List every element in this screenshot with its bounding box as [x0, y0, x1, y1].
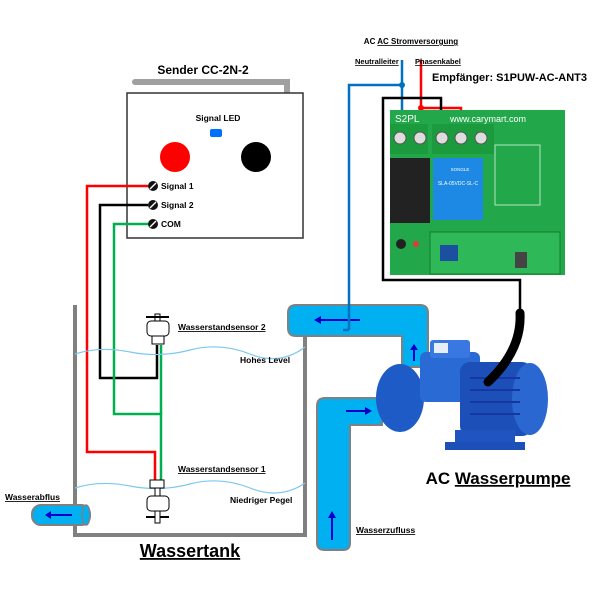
power-label-text: AC Stromversorgung: [377, 37, 458, 46]
phase-label: Phasenkabel: [415, 57, 461, 66]
high-water-line: [74, 346, 306, 360]
black-button[interactable]: [241, 142, 271, 172]
terminal-label: Signal 2: [161, 200, 194, 210]
receiver-title: Empfänger: S1PUW-AC-ANT3: [432, 72, 587, 84]
board-model: S2PL: [395, 114, 420, 125]
inflow-label: Wasserzufluss: [356, 525, 415, 535]
terminal-com: COM: [148, 219, 181, 229]
outflow-label: Wasserabflus: [5, 492, 60, 502]
transformer: [390, 158, 430, 223]
dip-switch[interactable]: [515, 252, 527, 268]
terminal-signal-1: Signal 1: [148, 181, 194, 191]
relay: [433, 158, 483, 220]
tank-title: Wassertank: [140, 541, 241, 561]
pump-title: AC Wasserpumpe: [426, 469, 571, 488]
signal-led-label: Signal LED: [196, 113, 241, 123]
antenna-connector: [396, 239, 406, 249]
low-water-line: [74, 480, 306, 494]
signal-1-wire: [85, 184, 157, 487]
sensor-2-label: Wasserstandsensor 2: [178, 322, 266, 332]
com-wire: [112, 222, 163, 487]
signal-led: [210, 129, 222, 137]
pump-outlet-pipe: [287, 304, 429, 368]
phase-junction: [418, 105, 424, 111]
relay-brand: SONGLE: [451, 167, 470, 172]
sender-box: [126, 92, 304, 239]
neutral-junction: [399, 82, 405, 88]
pump-power-cable: [483, 308, 525, 387]
neutral-wire-loop: [347, 83, 402, 330]
pump-supply-wire: [381, 96, 522, 313]
relay-text: SLA-05VDC-SL-C: [438, 181, 479, 187]
sensor-1-label: Wasserstandsensor 1: [178, 464, 266, 474]
sender-antenna: [132, 79, 290, 95]
red-button[interactable]: [160, 142, 190, 172]
board-url: www.carymart.com: [449, 114, 526, 124]
water-tank: [73, 305, 307, 537]
signal-2-wire: [98, 203, 159, 380]
water-level-sensor-2: [146, 313, 170, 345]
power-led: [413, 241, 419, 247]
high-level-label: Hohes Level: [240, 355, 290, 365]
low-level-label: Niedriger Pegel: [230, 495, 292, 505]
sender-title: Sender CC-2N-2: [157, 63, 249, 77]
terminal-label: COM: [161, 219, 181, 229]
water-pump: [376, 308, 548, 450]
terminal-label: Signal 1: [161, 181, 194, 191]
neutral-label: Neutralleiter: [355, 57, 399, 66]
terminal-block: [390, 124, 494, 154]
terminal-signal-2: Signal 2: [148, 200, 194, 210]
power-label: AC AC Stromversorgung: [364, 37, 458, 46]
rf-chip: [440, 245, 458, 261]
water-level-sensor-1: [146, 479, 170, 524]
outflow-pipe: [31, 504, 91, 526]
pcb-trace-area: [494, 144, 541, 206]
pump-inlet-pipe: [316, 397, 383, 551]
pump-title-text: Wasserpumpe: [455, 469, 571, 488]
receiver-board: S2PL www.carymart.com SLA-05VDC-SL-C SON…: [390, 110, 565, 275]
